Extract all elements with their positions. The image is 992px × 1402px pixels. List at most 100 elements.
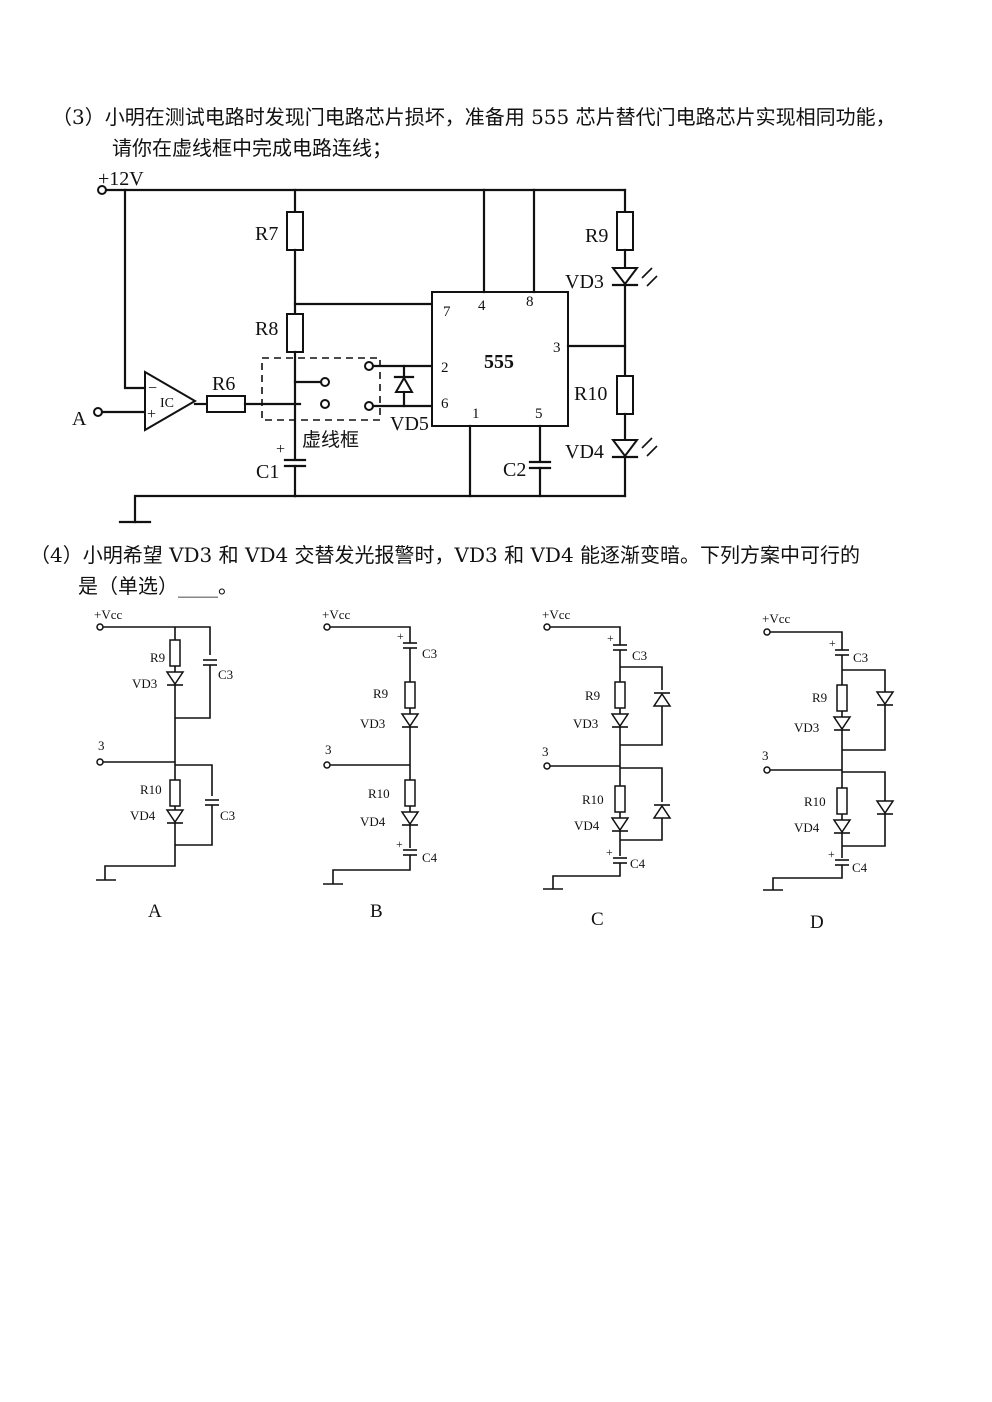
c-d2-bot-wire — [620, 818, 663, 841]
c-d2-top-wire — [620, 767, 663, 802]
option-d-circuit: +Vcc + C3 R9 VD3 3 R10 — [762, 611, 895, 933]
vd4-ray-1 — [641, 437, 653, 449]
main-circuit-diagram: +12V A IC − + R6 R7 R8 虚线框 — [72, 168, 658, 524]
c-vd3-label: VD3 — [573, 716, 598, 731]
pin5-label: 5 — [535, 406, 543, 422]
c-vd4-label: VD4 — [574, 818, 600, 833]
r8-label: R8 — [255, 318, 278, 340]
c-diode-1 — [652, 692, 672, 707]
b-vcc-terminal — [323, 623, 331, 631]
pin8-label: 8 — [526, 294, 534, 310]
led-vd3 — [611, 267, 639, 286]
q4-line2: 是（单选）____。 — [78, 574, 238, 598]
d-vd3-label: VD3 — [794, 720, 819, 735]
b-vcc-wire — [330, 626, 411, 643]
d-c4-label: C4 — [852, 860, 868, 875]
d-vd3 — [832, 716, 852, 731]
a-c3-wire — [175, 665, 211, 719]
b-c4-label: C4 — [422, 850, 438, 865]
c-vd3 — [610, 713, 630, 728]
b-vcc-label: +Vcc — [322, 607, 350, 622]
pin3-label: 3 — [553, 340, 561, 356]
a-vd4-label: VD4 — [130, 808, 156, 823]
d-diode-2 — [875, 800, 895, 815]
vd4-ray-2 — [646, 445, 658, 457]
pin2-label: 2 — [441, 360, 449, 376]
b-c4-plus: + — [396, 837, 403, 851]
a-node3-terminal — [96, 758, 104, 766]
d-d1-top-wire — [842, 669, 886, 692]
d-d2-top-wire — [842, 771, 886, 801]
option-d-label: D — [810, 912, 824, 933]
box-terminal-2 — [320, 399, 330, 409]
d-r10-label: R10 — [804, 794, 826, 809]
a-c3b-label: C3 — [220, 808, 235, 823]
a-node3-label: 3 — [98, 738, 105, 753]
b-node3-terminal — [323, 761, 331, 769]
b-r10 — [404, 779, 416, 807]
a-vd4 — [165, 809, 185, 824]
c1-label: C1 — [256, 461, 279, 483]
led-vd4 — [611, 439, 639, 458]
d-ground-wire — [772, 865, 843, 890]
opamp-supply-wire — [123, 188, 150, 390]
q4-line1: （4）小明希望 VD3 和 VD4 交替发光报警时，VD3 和 VD4 能逐渐变… — [30, 543, 861, 567]
a-vcc-wire — [103, 626, 211, 655]
b-vd4 — [400, 811, 420, 826]
pin4-label: 4 — [478, 298, 486, 314]
d-vcc-wire — [770, 631, 843, 650]
c-r10-label: R10 — [582, 792, 604, 807]
d-vd4-label: VD4 — [794, 820, 820, 835]
r6-label: R6 — [212, 373, 235, 395]
vd3-label: VD3 — [565, 271, 604, 293]
c-vd4 — [610, 817, 630, 832]
b-vd3 — [400, 713, 420, 728]
option-c-circuit: +Vcc + C3 R9 VD3 3 R10 — [542, 607, 672, 930]
b-vd3-label: VD3 — [360, 716, 385, 731]
c-r9 — [614, 681, 626, 709]
c-ground-wire — [552, 863, 621, 889]
d-d1-bot-wire — [842, 705, 886, 751]
c-node3-label: 3 — [542, 744, 549, 759]
c-c4-label: C4 — [630, 856, 646, 871]
option-a-circuit: +Vcc R9 VD3 C3 3 R10 VD4 — [94, 607, 235, 922]
vd3-ray-1 — [641, 267, 653, 279]
a-r10-label: R10 — [140, 782, 162, 797]
a-c3-label: C3 — [218, 667, 233, 682]
b-c3-plus: + — [397, 629, 404, 643]
supply-label: +12V — [98, 168, 144, 190]
c-r9-label: R9 — [585, 688, 600, 703]
d-d2-bot-wire — [842, 814, 886, 847]
q3-line2: 请你在虚线框中完成电路连线； — [112, 136, 392, 160]
c-c4-plus: + — [606, 845, 613, 859]
d-r9-label: R9 — [812, 690, 827, 705]
a-vd3-label: VD3 — [132, 676, 157, 691]
b-c3-label: C3 — [422, 646, 437, 661]
b-r10-label: R10 — [368, 786, 390, 801]
a-vcc-label: +Vcc — [94, 607, 122, 622]
ground-symbol — [133, 494, 297, 524]
d-r9 — [836, 684, 848, 712]
b-node3-label: 3 — [325, 742, 332, 757]
chip-555 — [431, 291, 569, 427]
pin1-label: 1 — [472, 406, 480, 422]
vd4-label: VD4 — [565, 441, 604, 463]
d-vcc-terminal — [763, 628, 771, 636]
c-r10 — [614, 785, 626, 813]
b-ground-wire — [332, 855, 411, 884]
c-diode-2 — [652, 804, 672, 819]
opamp-ic — [144, 370, 197, 432]
a-c3b-bot-wire — [175, 805, 213, 846]
chip-label: 555 — [484, 351, 514, 373]
pin6-label: 6 — [441, 396, 449, 412]
b-r9 — [404, 681, 416, 709]
option-b-label: B — [370, 901, 383, 922]
r7-label: R7 — [255, 223, 278, 245]
option-b-circuit: +Vcc + C3 R9 VD3 3 R10 VD4 — [322, 607, 438, 922]
a-r10 — [169, 779, 181, 807]
d-r10 — [836, 787, 848, 815]
c-vcc-terminal — [543, 623, 551, 631]
d-c3-label: C3 — [853, 650, 868, 665]
a-c3b-top-wire — [175, 764, 213, 796]
